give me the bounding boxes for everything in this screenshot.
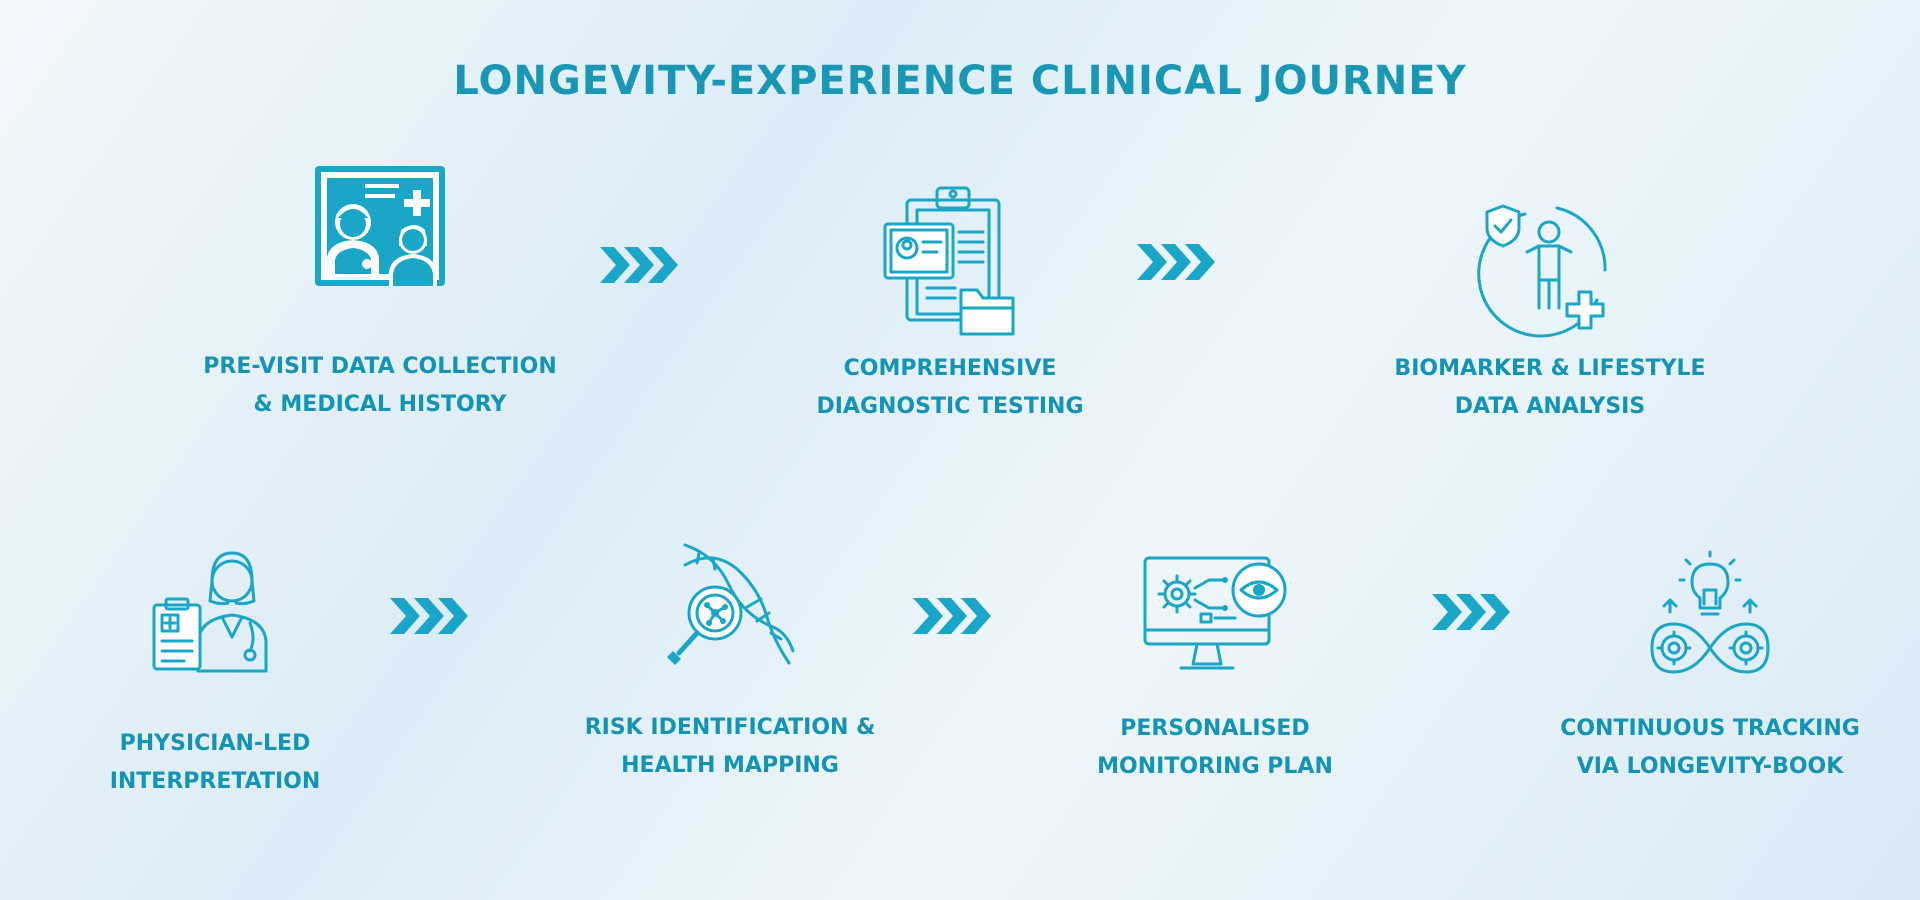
step-personalised-monitoring-plan: PERSONALISED MONITORING PLAN	[1070, 550, 1360, 786]
bulb-gears-loop-icon	[1650, 550, 1770, 674]
step-label-line1: BIOMARKER & LIFESTYLE	[1394, 356, 1706, 381]
step-label-line1: COMPREHENSIVE	[843, 356, 1057, 381]
chevrons-right-icon	[913, 598, 991, 634]
step-label-line1: PHYSICIAN-LED	[119, 731, 311, 756]
step-label-line1: PERSONALISED	[1120, 716, 1310, 741]
person-shield-plus-icon	[1477, 204, 1607, 338]
step-label-line2: HEALTH MAPPING	[621, 753, 839, 778]
step-label-line2: & MEDICAL HISTORY	[253, 392, 507, 417]
chevrons-right-icon	[390, 598, 468, 634]
step-physician-led-interpretation: PHYSICIAN-LED INTERPRETATION	[70, 545, 360, 801]
step-label-line2: VIA LONGEVITY-BOOK	[1576, 754, 1844, 779]
step-pre-visit-data-collection: PRE-VISIT DATA COLLECTION & MEDICAL HIST…	[170, 160, 590, 424]
page-title: LONGEVITY-EXPERIENCE CLINICAL JOURNEY	[453, 58, 1467, 104]
step-label-line1: RISK IDENTIFICATION &	[584, 715, 876, 740]
step-label-line2: INTERPRETATION	[109, 769, 321, 794]
step-risk-identification-health-mapping: RISK IDENTIFICATION & HEALTH MAPPING	[540, 535, 920, 785]
physician-clipboard-icon	[152, 551, 268, 673]
step-label-line2: DATA ANALYSIS	[1454, 394, 1646, 419]
monitor-gear-eye-icon	[1143, 556, 1287, 670]
step-label-line1: PRE-VISIT DATA COLLECTION	[203, 354, 557, 379]
dna-magnifier-icon	[667, 543, 795, 665]
step-label-line2: DIAGNOSTIC TESTING	[816, 394, 1084, 419]
chevrons-right-icon	[600, 247, 678, 283]
step-label-line2: MONITORING PLAN	[1097, 754, 1333, 779]
step-biomarker-lifestyle-analysis: BIOMARKER & LIFESTYLE DATA ANALYSIS	[1350, 200, 1750, 426]
doctor-patient-screen-icon	[315, 166, 445, 286]
chevrons-right-icon	[1137, 244, 1215, 280]
step-continuous-tracking: CONTINUOUS TRACKING VIA LONGEVITY-BOOK	[1530, 550, 1890, 786]
chevrons-right-icon	[1432, 594, 1510, 630]
step-label-line1: CONTINUOUS TRACKING	[1560, 716, 1860, 741]
step-comprehensive-diagnostic-testing: COMPREHENSIVE DIAGNOSTIC TESTING	[750, 180, 1150, 426]
clipboard-folder-icon	[883, 186, 1015, 336]
